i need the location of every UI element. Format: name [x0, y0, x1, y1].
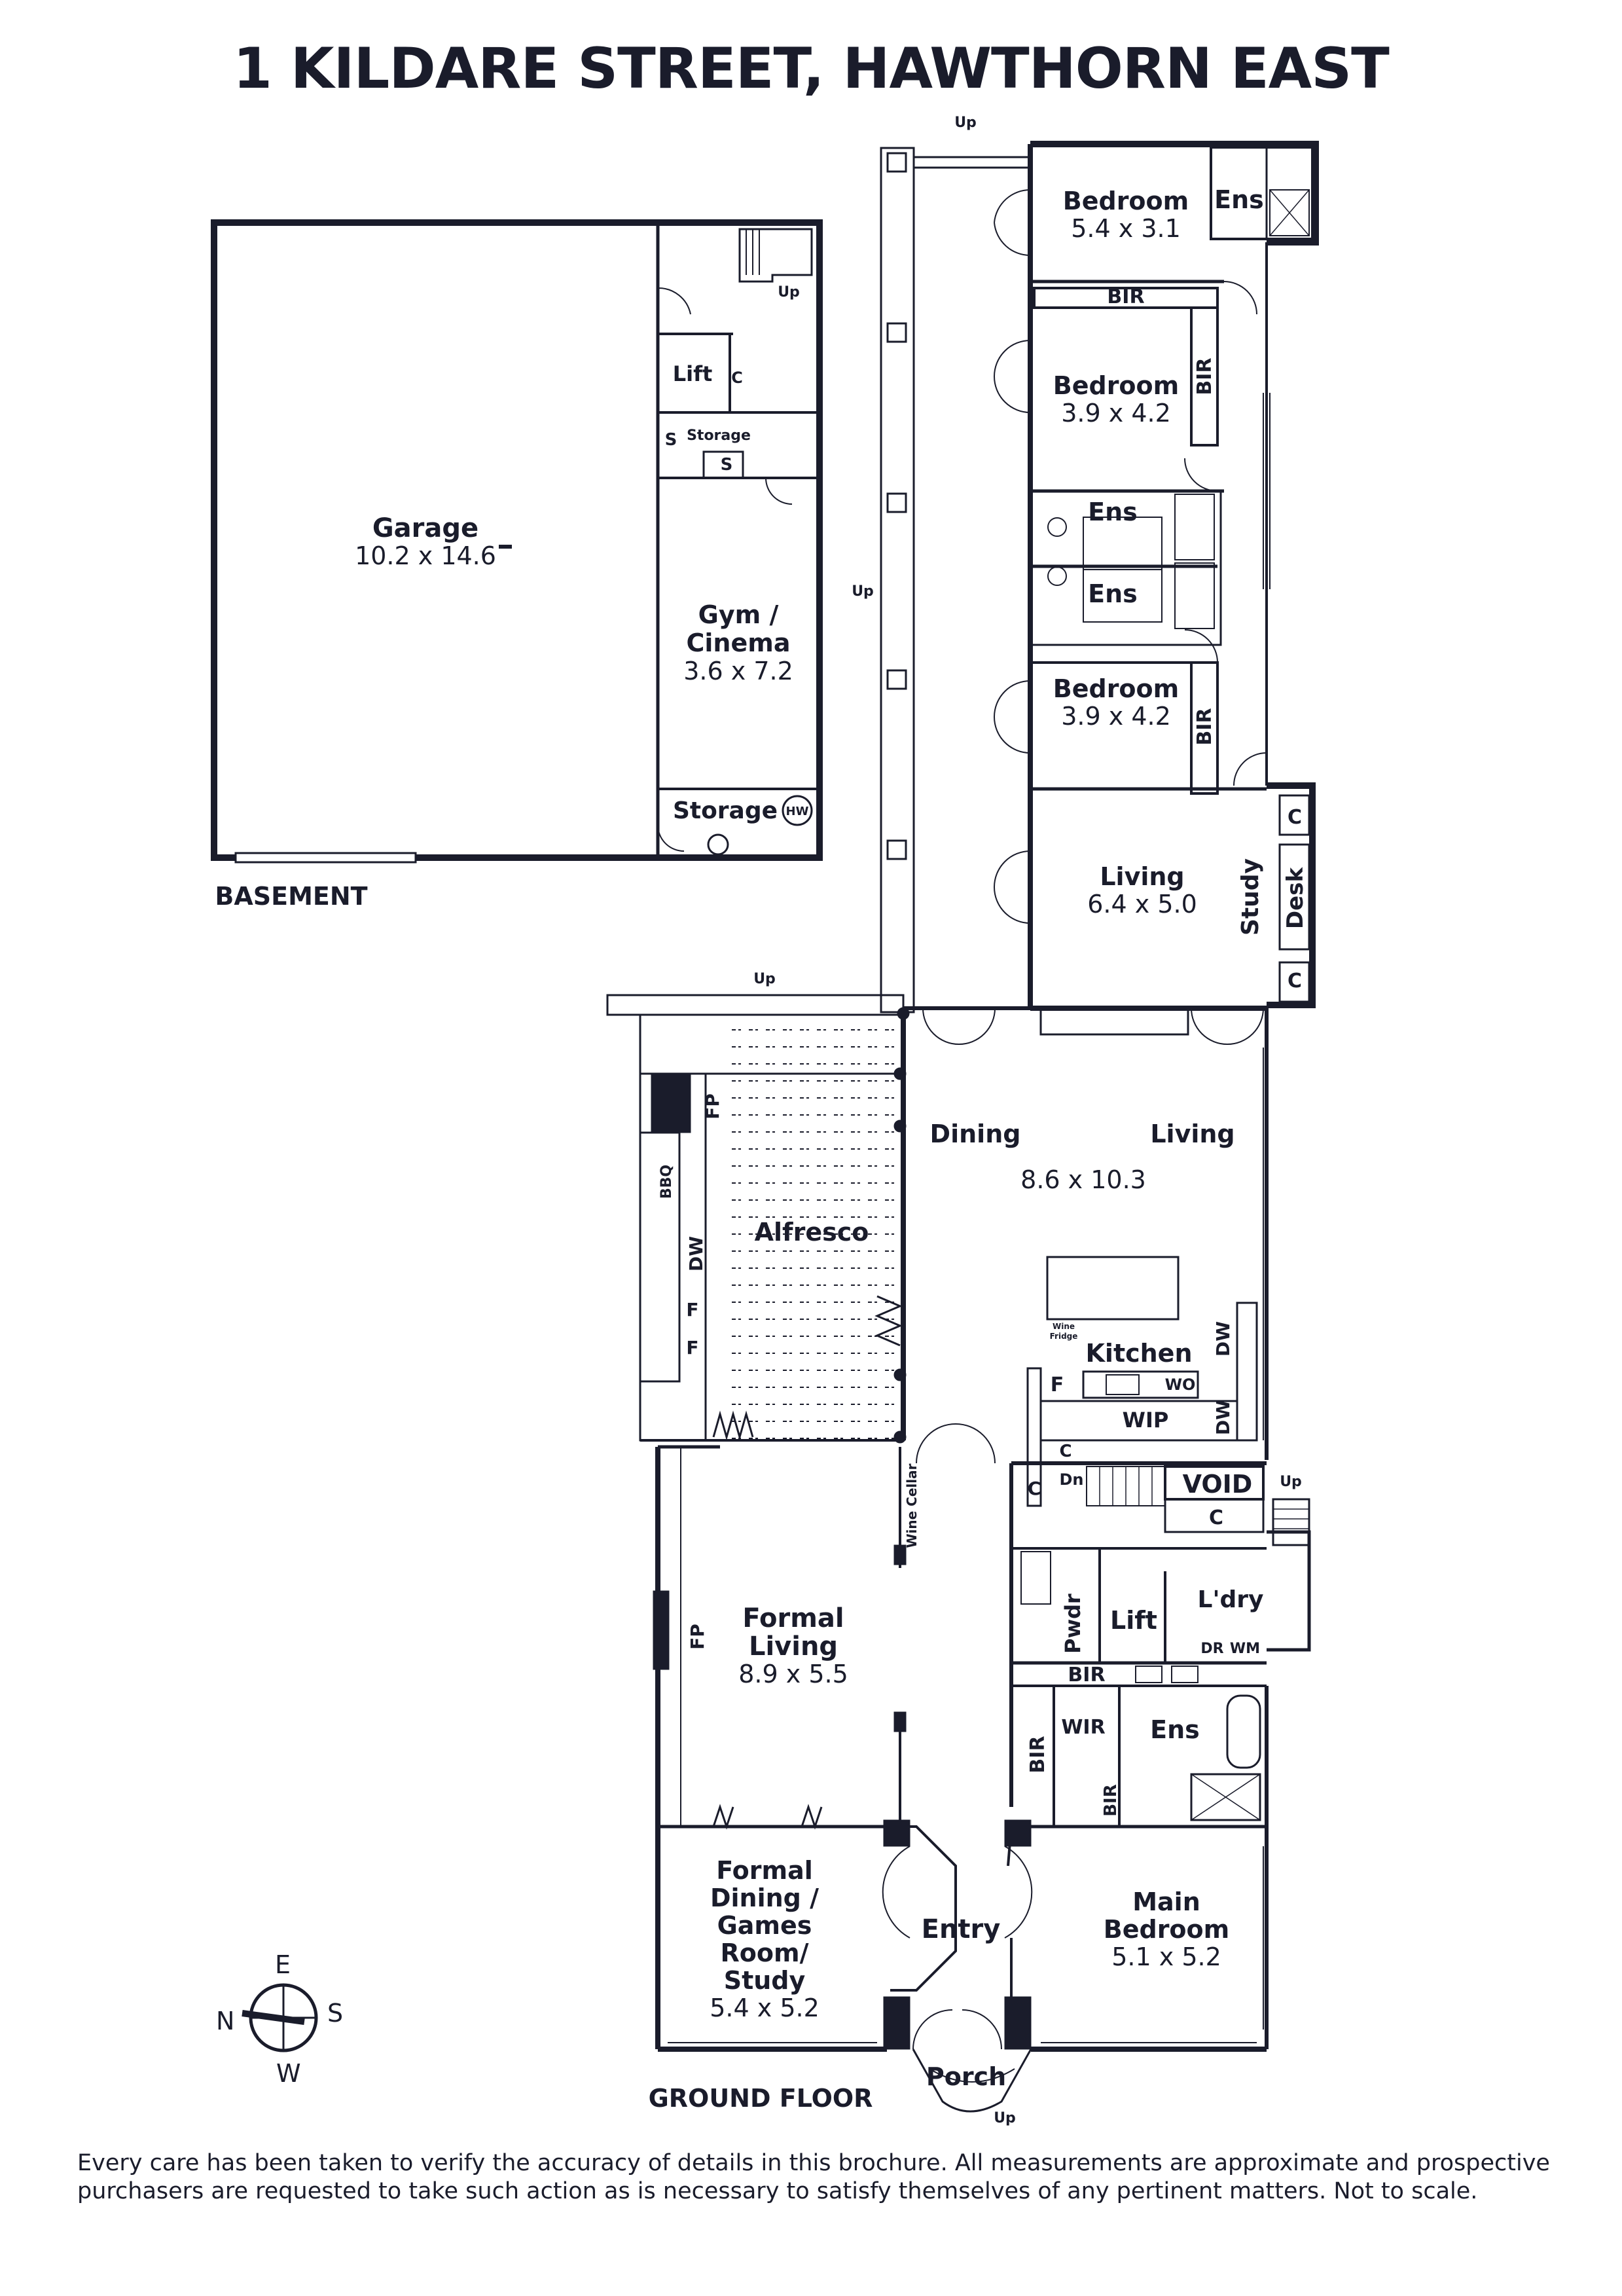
fireplace-2-label: FP [687, 1624, 708, 1650]
formal-dining-label-1: Formal [716, 1856, 813, 1885]
gym-dims: 3.6 x 7.2 [683, 657, 793, 685]
porch-label: Porch [926, 2062, 1006, 2091]
bir-2-label: BIR [1193, 357, 1216, 395]
alfresco-label: Alfresco [755, 1218, 869, 1247]
garage-label: Garage [372, 513, 478, 543]
ground-floor-plan [606, 994, 1311, 2113]
cupboard-kitchen: C [1059, 1442, 1072, 1461]
bedroom-2-dims: 3.9 x 4.2 [1061, 399, 1171, 428]
stair-up-porch: Up [994, 2110, 1016, 2126]
basement-floor-label: BASEMENT [215, 882, 367, 911]
wir-label: WIR [1061, 1716, 1105, 1739]
wall-oven-label: WO [1165, 1376, 1196, 1394]
compass-n: N [216, 2007, 234, 2035]
garage-dims: 10.2 x 14.6 [355, 541, 496, 570]
bedroom-1-dims: 5.4 x 3.1 [1071, 214, 1181, 243]
formal-dining-label-3: Games [717, 1911, 812, 1940]
washing-machine-label: WM [1230, 1641, 1260, 1657]
ensuite-1-label: Ens [1214, 185, 1264, 214]
formal-living-label-2: Living [749, 1631, 838, 1662]
compass: E N S W [216, 1950, 343, 2088]
fridge-outdoor-1: F [686, 1299, 698, 1321]
ground-floor-label: GROUND FLOOR [649, 2084, 873, 2113]
dishwasher-kitchen-2: DW [1212, 1400, 1234, 1435]
main-bedroom-label-1: Main [1132, 1887, 1200, 1916]
room-labels: Garage 10.2 x 14.6 Lift C S Storage S Gy… [215, 115, 1308, 2126]
bedroom-3-label: Bedroom [1053, 674, 1180, 703]
disclaimer: Every care has been taken to verify the … [77, 2150, 1550, 2204]
dining-label: Dining [930, 1120, 1021, 1148]
stair-up-basement: Up [778, 284, 800, 301]
compass-e: E [275, 1950, 291, 1979]
wine-fridge-label-1: Wine [1053, 1322, 1075, 1331]
bir-main-1: BIR [1068, 1664, 1105, 1686]
gym-label-1: Gym / [698, 600, 779, 629]
cupboard-basement-label: C [731, 369, 743, 387]
ensuite-main-label: Ens [1150, 1715, 1200, 1744]
storage-basement-label: Storage [673, 797, 778, 824]
ensuite-3-label: Ens [1088, 579, 1138, 608]
cupboard-hall: C [1028, 1478, 1041, 1499]
main-bedroom-label-2: Bedroom [1104, 1915, 1230, 1944]
laundry-label: L'dry [1198, 1586, 1264, 1613]
upper-wing [880, 141, 1319, 1036]
page-title: 1 KILDARE STREET, HAWTHORN EAST [233, 36, 1390, 101]
stair-down-label: Dn [1059, 1470, 1083, 1489]
ensuite-2-label: Ens [1088, 498, 1138, 526]
dining-living-dims: 8.6 x 10.3 [1020, 1165, 1146, 1194]
cupboard-study-2: C [1288, 970, 1302, 993]
bedroom-1-label: Bedroom [1063, 187, 1189, 215]
dishwasher-outdoor-label: DW [685, 1236, 707, 1271]
bir-3-label: BIR [1193, 708, 1216, 745]
stair-up-pergola: Up [852, 583, 874, 600]
formal-dining-label-5: Study [724, 1966, 806, 1995]
bedroom-3-dims: 3.9 x 4.2 [1061, 702, 1171, 731]
powder-label: Pwdr [1060, 1594, 1085, 1654]
formal-dining-dims: 5.4 x 5.2 [710, 1994, 820, 2022]
lift-basement-label: Lift [673, 361, 713, 386]
formal-dining-label-4: Room/ [721, 1939, 809, 1967]
formal-dining-label-2: Dining / [710, 1884, 819, 1912]
cupboard-void: C [1209, 1506, 1223, 1529]
gym-label-2: Cinema [687, 629, 791, 657]
basement-plan [211, 219, 823, 864]
main-bedroom-dims: 5.1 x 5.2 [1111, 1942, 1221, 1971]
void-label: VOID [1183, 1470, 1253, 1499]
living-main-label: Living [1150, 1120, 1235, 1148]
formal-living-label-1: Formal [742, 1603, 844, 1633]
bir-main-2: BIR [1026, 1736, 1049, 1773]
living-upper-dims: 6.4 x 5.0 [1087, 890, 1197, 919]
hot-water-label: HW [786, 805, 809, 818]
s-basement-label-2: S [721, 455, 733, 475]
wine-cellar-label: Wine Cellar [904, 1463, 920, 1548]
bbq-label: BBQ [658, 1165, 675, 1199]
fireplace-1-label: FP [702, 1093, 723, 1120]
stair-up-alfresco: Up [753, 971, 776, 987]
bir-main-3: BIR [1101, 1784, 1121, 1817]
dishwasher-kitchen-1: DW [1212, 1321, 1234, 1357]
study-label: Study [1237, 858, 1264, 936]
s-basement-label-1: S [665, 430, 677, 450]
wip-label: WIP [1123, 1408, 1169, 1432]
compass-w: W [276, 2059, 301, 2088]
stair-up-hall: Up [1280, 1474, 1302, 1490]
fridge-kitchen: F [1051, 1374, 1064, 1396]
bedroom-2-label: Bedroom [1053, 371, 1180, 400]
entry-label: Entry [922, 1914, 1001, 1944]
dryer-label: DR [1200, 1641, 1223, 1657]
stair-up-top: Up [954, 115, 977, 131]
lift-ground-label: Lift [1110, 1606, 1157, 1635]
fridge-outdoor-2: F [686, 1337, 698, 1358]
living-upper-label: Living [1100, 862, 1184, 891]
compass-s: S [327, 1999, 343, 2028]
bir-1-label: BIR [1107, 285, 1144, 308]
wine-fridge-label-2: Fridge [1050, 1332, 1078, 1341]
storage-small-label: Storage [687, 428, 751, 444]
kitchen-label: Kitchen [1085, 1339, 1192, 1368]
desk-label: Desk [1282, 867, 1308, 930]
cupboard-study-1: C [1288, 806, 1302, 829]
formal-living-dims: 8.9 x 5.5 [738, 1660, 848, 1688]
